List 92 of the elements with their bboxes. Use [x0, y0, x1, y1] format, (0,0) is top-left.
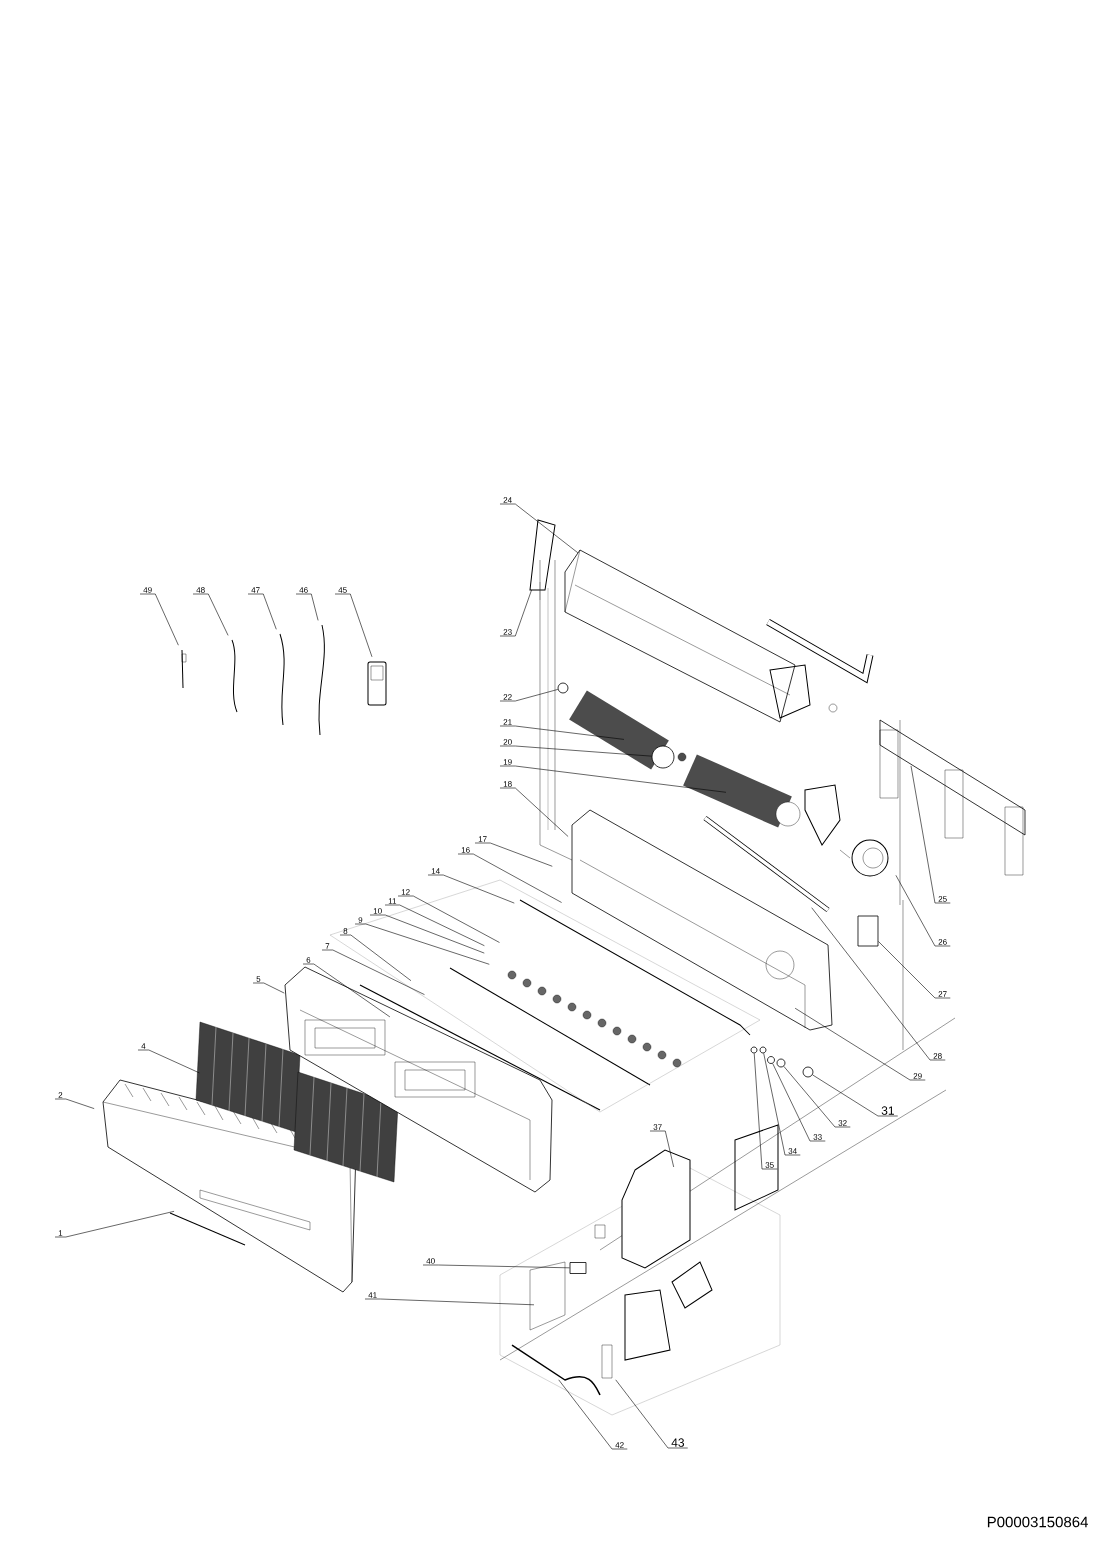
- leader-line: [772, 1063, 826, 1142]
- callout-number: 33: [813, 1134, 822, 1140]
- callout-number: 43: [671, 1438, 684, 1447]
- callout-number: 48: [196, 587, 205, 593]
- part-drawing: [750, 1046, 758, 1054]
- callout-number: 27: [938, 991, 947, 997]
- leader-line: [302, 963, 391, 1018]
- part-drawing: [857, 915, 879, 947]
- leader-line: [499, 765, 727, 793]
- callout-number: 25: [938, 896, 947, 902]
- callout-number: 11: [388, 898, 397, 904]
- callout-number: 46: [299, 587, 308, 593]
- leader-line: [137, 1049, 200, 1074]
- leader-line: [422, 1264, 570, 1269]
- callout-number: 28: [933, 1053, 942, 1059]
- callout-number: 34: [788, 1148, 797, 1154]
- leader-line: [247, 593, 277, 630]
- callout-number: 42: [615, 1442, 624, 1448]
- part-drawing: [569, 1262, 587, 1274]
- leader-line: [878, 941, 951, 999]
- leader-line: [794, 1007, 926, 1081]
- leader-line: [192, 593, 229, 636]
- leader-line: [334, 593, 373, 658]
- callout-number: 21: [503, 719, 512, 725]
- callout-number: 12: [401, 889, 410, 895]
- callout-number: 7: [325, 943, 330, 949]
- callout-number: 22: [503, 694, 512, 700]
- leader-line: [811, 907, 946, 1061]
- leader-line: [474, 842, 553, 867]
- callout-number: 10: [373, 908, 382, 914]
- leader-line: [558, 1379, 628, 1450]
- leader-line: [499, 689, 559, 702]
- callout-number: 49: [143, 587, 152, 593]
- leader-line: [139, 593, 179, 646]
- callout-number: 1: [58, 1230, 63, 1236]
- callout-number: 17: [478, 836, 487, 842]
- callout-number: 31: [881, 1106, 894, 1115]
- callout-number: 6: [306, 957, 311, 963]
- leader-line: [321, 949, 425, 995]
- callout-number: 26: [938, 939, 947, 945]
- part-drawing: [767, 1056, 775, 1064]
- leader-line: [384, 904, 485, 946]
- leader-line: [895, 875, 951, 947]
- callout-number: 20: [503, 739, 512, 745]
- leader-line: [649, 1130, 674, 1168]
- leader-line: [295, 593, 319, 621]
- part-drawing: [776, 1058, 786, 1068]
- callout-number: 37: [653, 1124, 662, 1130]
- leader-line: [427, 874, 515, 904]
- leader-line: [615, 1379, 689, 1449]
- leader-line: [339, 934, 412, 981]
- callout-number: 41: [368, 1292, 377, 1298]
- callout-number: 32: [838, 1120, 847, 1126]
- callout-number: 18: [503, 781, 512, 787]
- leader-line: [783, 1066, 851, 1128]
- leader-line: [397, 895, 500, 943]
- leader-line: [753, 1053, 778, 1170]
- callout-number: 9: [358, 917, 363, 923]
- leader-line: [54, 1211, 175, 1238]
- leader-line: [763, 1053, 801, 1156]
- leader-line: [457, 853, 562, 903]
- callout-number: 45: [338, 587, 347, 593]
- part-drawing: [651, 745, 675, 769]
- leader-line: [812, 1074, 899, 1117]
- callout-number: 35: [765, 1162, 774, 1168]
- leader-line: [354, 923, 490, 965]
- callout-number: 16: [461, 847, 470, 853]
- callout-number: 4: [141, 1043, 146, 1049]
- callout-number: 24: [503, 497, 512, 503]
- callout-number: 29: [913, 1073, 922, 1079]
- part-drawing: [759, 1046, 767, 1054]
- part-drawing: [557, 682, 569, 694]
- leader-line: [499, 745, 652, 757]
- leader-line: [499, 725, 625, 740]
- callout-number: 47: [251, 587, 260, 593]
- callout-number: 19: [503, 759, 512, 765]
- leader-line: [499, 503, 579, 554]
- callout-number: 14: [431, 868, 440, 874]
- callout-number: 40: [426, 1258, 435, 1264]
- leader-line: [910, 765, 951, 904]
- leader-line: [364, 1298, 535, 1306]
- leader-line: [252, 982, 285, 994]
- callout-number: 8: [343, 928, 348, 934]
- leader-line: [499, 787, 569, 837]
- part-drawing: [802, 1066, 814, 1078]
- part-code: P00003150864: [987, 1516, 1088, 1528]
- leader-line: [54, 1098, 95, 1109]
- callout-number: 5: [256, 976, 261, 982]
- callout-number: 2: [58, 1092, 63, 1098]
- callout-number: 23: [503, 629, 512, 635]
- leader-line: [369, 914, 485, 954]
- leader-line: [499, 589, 532, 637]
